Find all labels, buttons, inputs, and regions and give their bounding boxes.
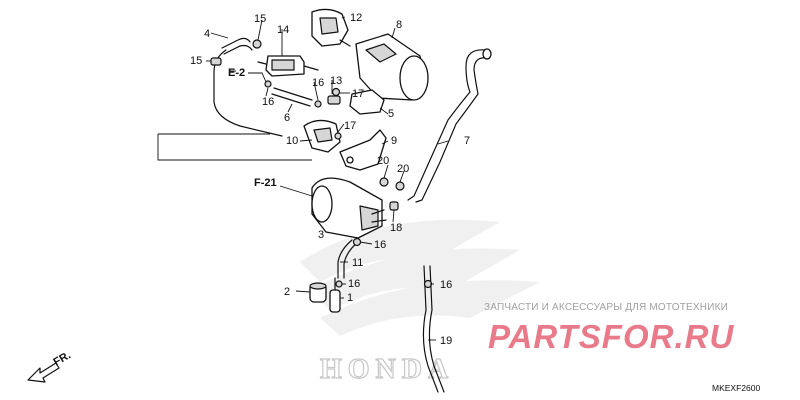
callout-17-upper: 17	[352, 88, 364, 100]
part-15-clip-left	[210, 57, 222, 66]
section-references: E-2 F-21	[228, 67, 277, 189]
callout-8: 8	[396, 19, 402, 31]
callout-13: 13	[330, 75, 342, 87]
callout-9: 9	[391, 135, 397, 147]
callout-14: 14	[277, 24, 289, 36]
part-4-hose	[213, 37, 283, 137]
part-17-clip-lower	[334, 132, 342, 140]
reference-e2: E-2	[228, 67, 245, 79]
part-15-clip-top	[252, 39, 262, 49]
honda-wing-watermark	[300, 219, 540, 336]
callout-5: 5	[388, 108, 394, 120]
callout-6: 6	[284, 112, 290, 124]
callout-20-right: 20	[397, 163, 409, 175]
callout-17-lower: 17	[344, 120, 356, 132]
callout-4: 4	[204, 28, 210, 40]
callout-16-drain: 16	[440, 279, 452, 291]
part-3-canister	[311, 177, 387, 239]
part-12-solenoid	[311, 8, 351, 47]
watermark-subtitle: ЗАПЧАСТИ И АКСЕССУАРЫ ДЛЯ МОТОТЕХНИКИ	[484, 302, 729, 313]
part-9-bracket	[339, 129, 387, 171]
leader-lines	[157, 16, 449, 341]
part-14-valve	[257, 55, 319, 77]
callout-15-top: 15	[254, 13, 266, 25]
front-direction-arrow-icon	[27, 362, 60, 383]
callout-16-fitting: 16	[348, 278, 360, 290]
callout-11: 11	[352, 257, 363, 269]
callout-18: 18	[390, 222, 402, 234]
callout-1: 1	[347, 292, 353, 304]
callout-19: 19	[440, 335, 452, 347]
callout-3: 3	[318, 229, 324, 241]
part-7-long-hose	[407, 48, 492, 203]
front-direction-label: FR.	[52, 349, 73, 368]
callout-16-canister: 16	[374, 239, 386, 251]
honda-brand-watermark: HONDA	[320, 354, 454, 385]
watermark-logo: PARTSFOR.RU	[488, 318, 735, 355]
part-16-clip-b	[314, 100, 322, 108]
callout-12: 12	[350, 12, 362, 24]
callout-10: 10	[286, 135, 298, 147]
part-6-short-hose	[271, 87, 313, 107]
part-16-clip-c	[352, 237, 362, 247]
callout-16-left: 16	[262, 96, 274, 108]
part-2-cap	[309, 282, 327, 303]
part-18-clip	[389, 201, 399, 211]
diagram-code: MKEXF2600	[712, 383, 761, 393]
part-20-bolt-a	[379, 177, 389, 187]
callout-labels: 4 15 15 14 12 8 16 13 17 5 16 6 17 10 9 …	[190, 12, 470, 347]
reference-f21: F-21	[254, 177, 277, 189]
callout-16-upper: 16	[312, 77, 324, 89]
callout-2: 2	[284, 286, 290, 298]
part-16-clip-d	[335, 280, 343, 288]
part-17-clip-upper	[331, 87, 341, 97]
callout-20-left: 20	[377, 155, 389, 167]
callout-7: 7	[464, 135, 470, 147]
callout-15-left: 15	[190, 55, 202, 67]
part-19-drain-hose	[422, 265, 445, 393]
part-20-bolt-b	[395, 181, 405, 191]
part-8-canister	[355, 33, 429, 103]
part-5-fitting	[349, 89, 385, 115]
part-1-valve	[329, 277, 341, 313]
part-13-joint	[327, 95, 341, 105]
part-10-bracket	[303, 119, 341, 153]
part-16-clip-a	[264, 80, 272, 88]
